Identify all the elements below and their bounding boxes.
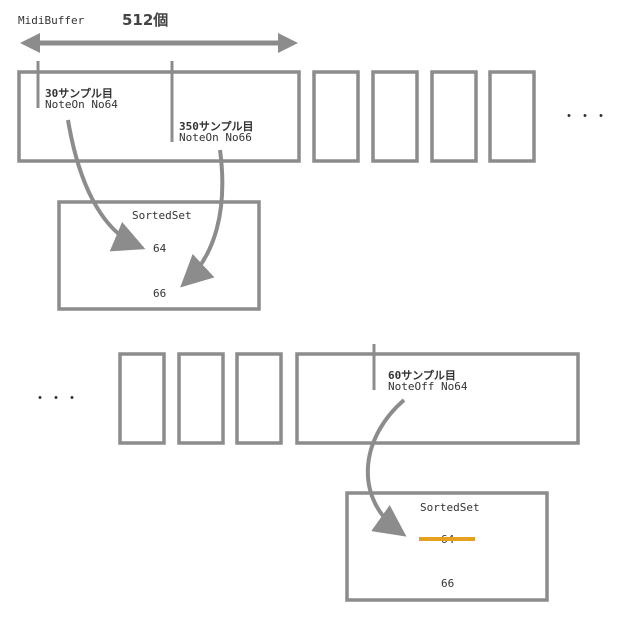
event-350-sample: 350サンプル目 (179, 119, 254, 133)
sortedset-top-item-66: 66 (153, 287, 166, 300)
event-60-note: NoteOff No64 (388, 380, 468, 393)
sortedset-bottom-item-66: 66 (441, 577, 454, 590)
event-350-note: NoteOn No66 (179, 131, 252, 144)
event-60-sample: 60サンプル目 (388, 368, 456, 382)
sortedset-top-title: SortedSet (132, 209, 192, 222)
buffer-cell (235, 352, 283, 445)
ellipsis-top: ・・・ (562, 109, 610, 125)
buffer-cell-large-top (17, 70, 301, 163)
arrow-event350-to-66 (180, 149, 225, 288)
buffer-cell (371, 70, 419, 163)
sortedset-top-item-64: 64 (153, 242, 167, 255)
buffer-cell (177, 352, 225, 445)
arrow-event30-to-64 (66, 119, 146, 252)
buffer-cell (488, 70, 536, 163)
sortedset-top-box (57, 200, 261, 311)
buffer-span-arrow (20, 33, 298, 53)
ellipsis-bottom: ・・・ (33, 391, 81, 407)
buffer-cell (430, 70, 478, 163)
sortedset-bottom-box (345, 491, 549, 602)
buffer-cell (312, 70, 360, 163)
buffer-cell-large-bottom (295, 352, 580, 445)
sortedset-bottom-title: SortedSet (420, 501, 480, 514)
buffer-size-label: 512個 (122, 11, 168, 29)
event-30-note: NoteOn No64 (45, 98, 118, 111)
buffer-cell (118, 352, 166, 445)
midibuffer-label: MidiBuffer (18, 14, 85, 27)
event-30-sample: 30サンプル目 (45, 86, 113, 100)
arrow-event60-to-64 (365, 398, 407, 537)
